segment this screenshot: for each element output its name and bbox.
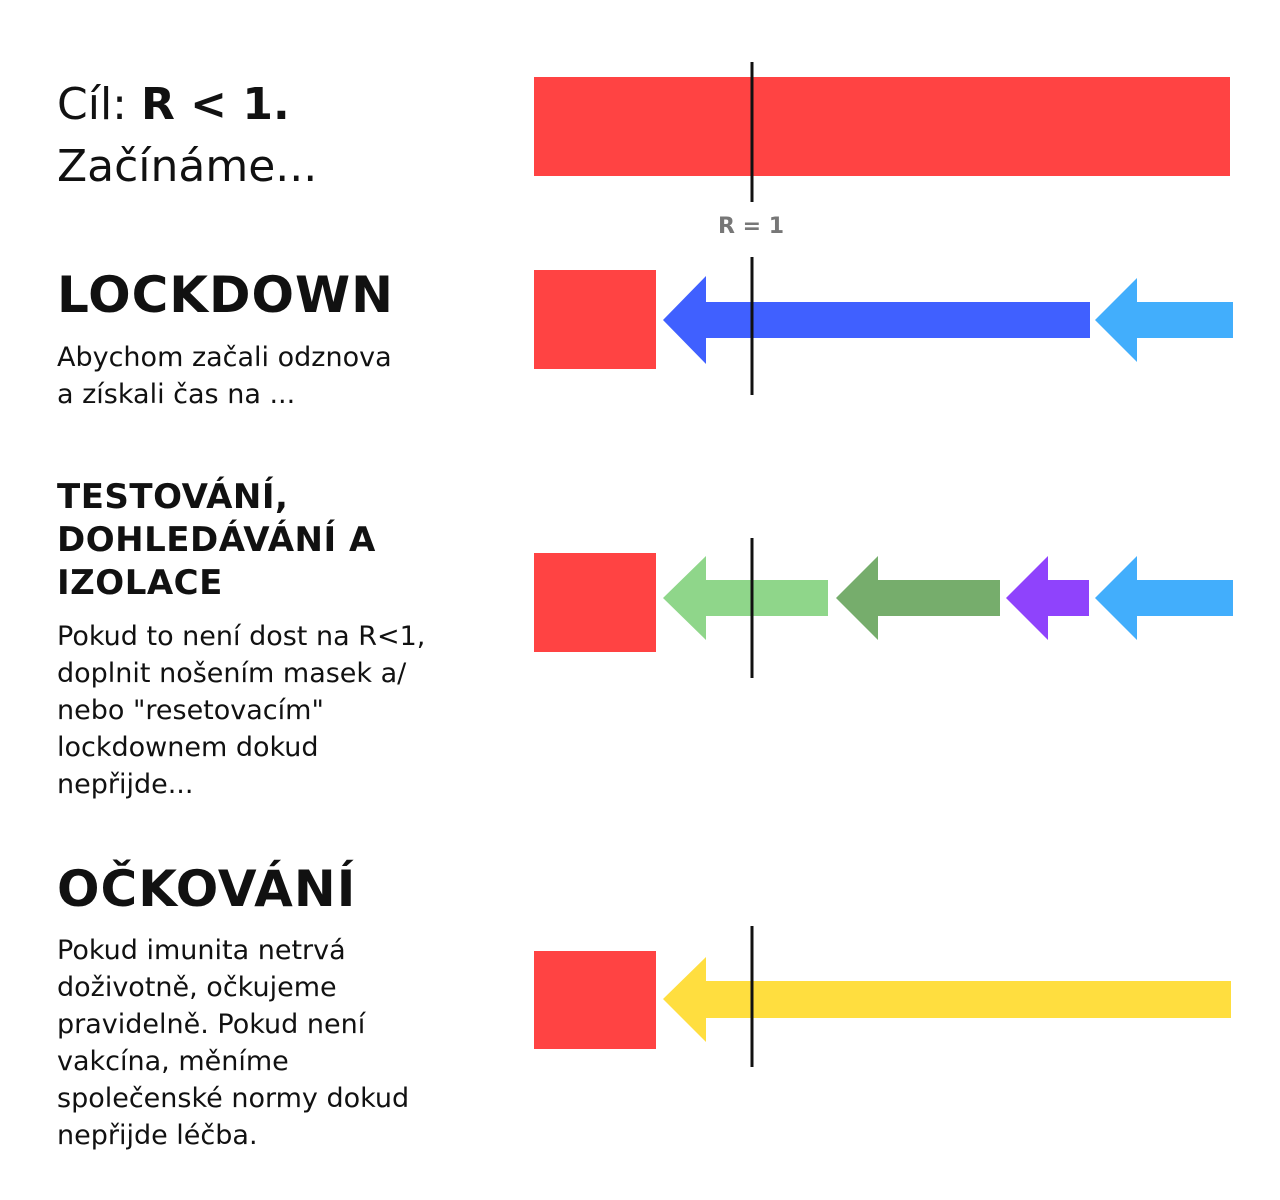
- goal-prefix: Cíl:: [57, 79, 141, 130]
- testing-light-blue-arrow: [1095, 556, 1233, 640]
- r-equals-1-label: R = 1: [718, 214, 784, 239]
- goal-target: R < 1.: [140, 79, 290, 130]
- goal-line2: Začínáme...: [57, 141, 318, 192]
- testing-remaining-bar: [534, 553, 656, 652]
- lockdown-description: Abychom začali odznova a získali čas na …: [57, 342, 392, 410]
- vaccination-title: OČKOVÁNÍ: [57, 860, 357, 918]
- vaccination-remaining-bar: [534, 951, 656, 1049]
- tracing-dark-green-arrow: [836, 556, 1000, 640]
- lockdown-arrow: [663, 276, 1090, 364]
- vaccination-description: Pokud imunita netrvá doživotně, očkujeme…: [57, 935, 410, 1151]
- testing-description: Pokud to není dost na R<1, doplnit nošen…: [57, 621, 426, 800]
- initial-r-bar: [534, 77, 1230, 176]
- lockdown-light-blue-arrow: [1095, 278, 1233, 362]
- testing-light-green-arrow: [663, 556, 828, 640]
- lockdown-remaining-bar: [534, 270, 656, 369]
- testing-title: TESTOVÁNÍ, DOHLEDÁVÁNÍ A IZOLACE: [57, 477, 376, 603]
- lockdown-title: LOCKDOWN: [57, 266, 395, 324]
- isolation-purple-arrow: [1006, 556, 1089, 640]
- goal-text: Cíl: R < 1. Začínáme...: [57, 74, 317, 198]
- vaccination-yellow-arrow: [663, 957, 1231, 1042]
